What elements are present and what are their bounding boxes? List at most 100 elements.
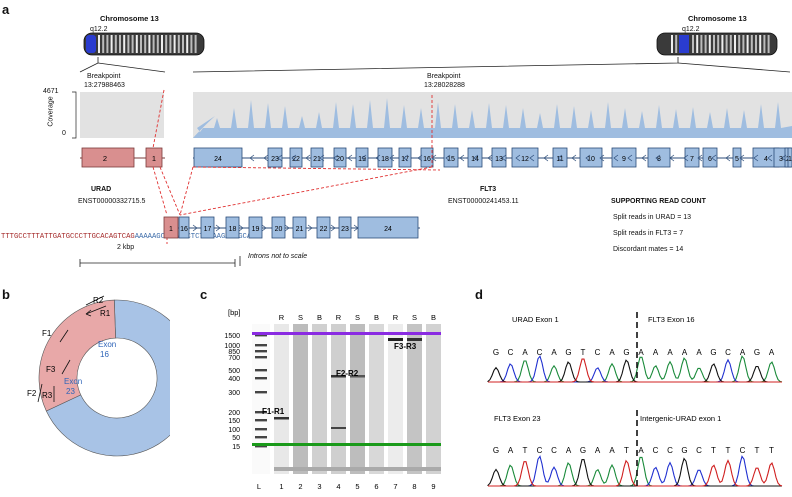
fusion-exon-22 — [316, 216, 331, 239]
fusion-exon-21 — [292, 216, 307, 239]
flt3-exon-9-label: 9 — [622, 156, 626, 163]
chromosome-band — [110, 35, 113, 53]
band-f2-r2-lane5 — [350, 375, 365, 378]
fusion-exon-17 — [200, 216, 215, 239]
chromosome-band — [102, 35, 105, 53]
lane-top-label: B — [317, 313, 322, 322]
gel-lane-9 — [426, 324, 441, 474]
flt3-exon-22-label: 22 — [292, 156, 300, 163]
intron-arrow — [361, 154, 367, 162]
chromosome-band — [729, 35, 732, 53]
lane-top-label: B — [374, 313, 379, 322]
chromosome-band — [182, 35, 184, 53]
lane-top-label: R — [393, 313, 399, 322]
band-f2-r2-lane4 — [331, 375, 346, 378]
flt3-exon-18 — [377, 147, 393, 168]
base-call: C — [508, 348, 514, 357]
exon16-label-line1: Exon — [98, 340, 116, 349]
intron-arrow — [781, 154, 787, 162]
base-call: C — [653, 446, 659, 455]
lane-number: 4 — [336, 482, 340, 491]
intron-arrow — [571, 154, 577, 162]
intron-arrow — [557, 154, 563, 162]
fusion-exon-19-label: 19 — [252, 226, 260, 233]
supporting-line-2: Split reads in FLT3 = 7 — [613, 230, 684, 237]
gel-unit: [bp] — [228, 308, 241, 317]
product-f1-r1: F1-R1 — [262, 407, 285, 416]
base-call: G — [580, 446, 586, 455]
flt3-exon-20 — [333, 147, 347, 168]
primer-r1: R1 — [100, 309, 111, 318]
primer-f3: F3 — [46, 365, 56, 374]
base-call: A — [551, 348, 557, 357]
supporting-line-3: Discordant mates = 14 — [613, 246, 684, 253]
top-right-label: FLT3 Exon 16 — [648, 315, 695, 324]
flt3-exon-1-label: 1 — [788, 156, 792, 163]
fusion-exon-1-label: 1 — [169, 226, 173, 233]
base-call: C — [696, 446, 702, 455]
ladder-band — [255, 445, 267, 448]
chromosome-band — [700, 35, 703, 53]
intron-arrow — [473, 154, 479, 162]
sequence-flt3-part: AAAAAGCAGCAGCTCTGAAAGAGGGCAC — [134, 233, 256, 241]
panel-d-chromatograms: URAD Exon 1 FLT3 Exon 16 FLT3 Exon 23 In… — [487, 312, 783, 487]
intron-arrow — [307, 224, 313, 232]
base-call: T — [726, 446, 731, 455]
lane-number: 6 — [374, 482, 378, 491]
flt3-exon-19-label: 19 — [358, 156, 366, 163]
fusion-exon-24-label: 24 — [384, 226, 392, 233]
urad-exon-1-label: 1 — [152, 154, 156, 163]
flt3-exon-7-label: 7 — [690, 156, 694, 163]
ladder-band — [255, 411, 267, 414]
chromosome-band — [119, 35, 121, 53]
ladder-band-label: 400 — [228, 376, 240, 383]
chromosome-band — [675, 35, 678, 53]
flt3-exon-19 — [355, 147, 369, 168]
chromosome-band — [169, 35, 172, 53]
flt3-exon-20-label: 20 — [336, 156, 344, 163]
flt3-exon-21-label: 21 — [313, 156, 321, 163]
intron-arrow — [403, 154, 409, 162]
intron-arrow — [445, 154, 451, 162]
intron-arrow — [389, 154, 395, 162]
flt3-exon-8-label: 8 — [657, 156, 661, 163]
lower-marker-line — [252, 443, 441, 446]
exon23-label-line1: Exon — [64, 377, 82, 386]
flt3-gene-track: 242322212019181716151413121110987654321 — [193, 147, 792, 168]
chromosome-band — [140, 35, 142, 53]
ladder-band — [255, 356, 267, 359]
gel-lane-5 — [350, 324, 365, 474]
chrom-left-band: q12.2 — [90, 26, 108, 33]
ladder-band-label: 100 — [228, 427, 240, 434]
ladder-band — [255, 334, 267, 337]
chromosome-band — [708, 35, 711, 53]
base-call: G — [710, 348, 716, 357]
intron-arrow — [753, 154, 759, 162]
bottom-chromatogram-trace — [487, 455, 783, 487]
chromosome-band — [696, 35, 699, 53]
base-call: A — [696, 348, 702, 357]
fusion-exon-16-label: 16 — [180, 226, 188, 233]
product-f2-r2: F2-R2 — [336, 369, 359, 378]
gel-lane-6 — [369, 324, 384, 474]
base-call: G — [623, 348, 629, 357]
ladder-band-label: 15 — [232, 444, 240, 451]
flt3-exon-10-label: 10 — [587, 156, 595, 163]
chromosome-band — [165, 35, 168, 53]
ladder-band-label: 150 — [228, 418, 240, 425]
chromosome-left-ideogram — [83, 32, 205, 56]
supporting-title: SUPPORTING READ COUNT — [611, 198, 706, 205]
coverage-flt3-track — [193, 98, 792, 138]
primer-f2: F2 — [27, 389, 37, 398]
trace-A — [488, 456, 782, 487]
donut-urad-segment — [38, 299, 116, 412]
trace-T — [488, 358, 782, 383]
intron-arrow — [263, 154, 269, 162]
intron-arrow — [585, 154, 591, 162]
base-call: A — [566, 446, 572, 455]
exon23-label-line2: 23 — [66, 387, 75, 396]
breakpoint-right-label: Breakpoint — [427, 73, 461, 80]
band-f1-r1 — [274, 417, 289, 420]
base-call: C — [595, 348, 601, 357]
